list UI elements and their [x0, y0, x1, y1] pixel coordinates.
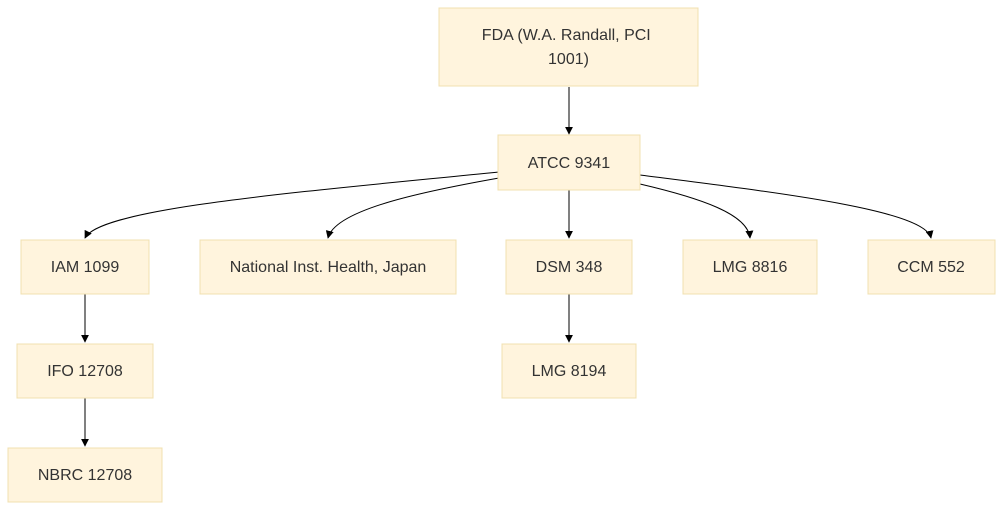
- node-fda: FDA (W.A. Randall, PCI 1001): [438, 7, 699, 87]
- node-lmg8816-label: LMG 8816: [713, 259, 788, 276]
- node-nbrc-label: NBRC 12708: [38, 467, 132, 484]
- node-dsm-label: DSM 348: [536, 259, 603, 276]
- node-atcc-label: ATCC 9341: [528, 155, 611, 172]
- node-fda-line-2: 1001): [548, 51, 589, 68]
- node-dsm: DSM 348: [505, 239, 633, 295]
- node-iam-label: IAM 1099: [51, 259, 120, 276]
- edge-atcc-iam: [84, 171, 500, 239]
- node-ccm: CCM 552: [867, 239, 996, 295]
- node-fda-line-1: FDA (W.A. Randall, PCI: [482, 27, 651, 44]
- node-atcc: ATCC 9341: [497, 134, 641, 191]
- edge-atcc-lmg8816: [639, 183, 754, 239]
- svg-text:FDA (W.A. Randall, PCI 1: FDA (W.A. Randall, PCI 1001): [482, 27, 655, 68]
- node-ccm-label: CCM 552: [897, 259, 965, 276]
- edges: [81, 87, 934, 447]
- node-iam: IAM 1099: [20, 239, 150, 295]
- node-lmg8194-label: LMG 8194: [532, 363, 607, 380]
- node-lmg8816: LMG 8816: [682, 239, 818, 295]
- node-nbrc: NBRC 12708: [7, 447, 163, 503]
- node-ifo-label: IFO 12708: [47, 363, 123, 380]
- edge-atcc-nih: [325, 177, 500, 239]
- node-ifo: IFO 12708: [16, 343, 154, 399]
- node-nih-label: National Inst. Health, Japan: [230, 259, 427, 276]
- edge-atcc-ccm: [639, 174, 934, 239]
- node-nih: National Inst. Health, Japan: [199, 239, 457, 295]
- node-lmg8194: LMG 8194: [501, 343, 637, 399]
